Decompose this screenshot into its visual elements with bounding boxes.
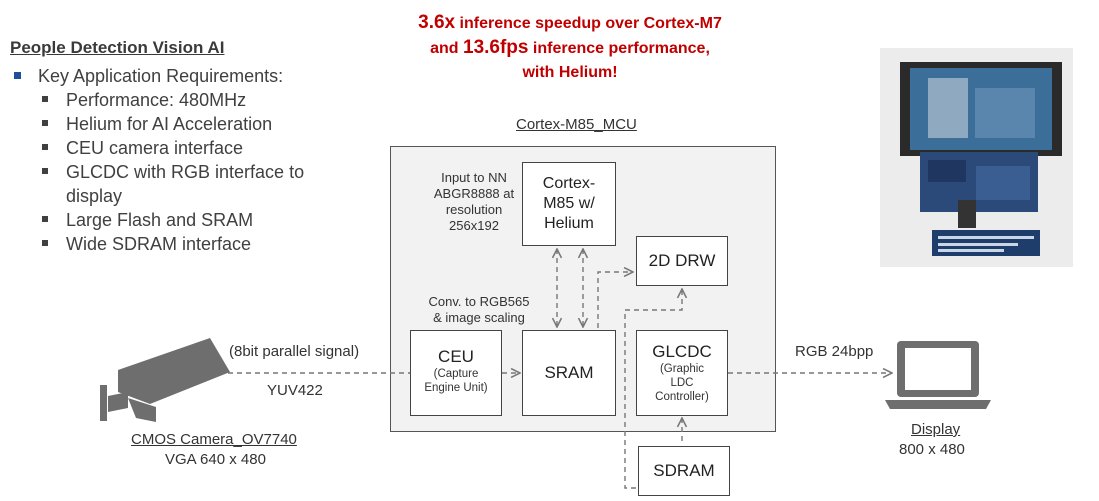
list-item: Wide SDRAM interface <box>12 232 372 256</box>
demo-photo <box>880 48 1073 267</box>
list-item: Helium for AI Acceleration <box>12 112 372 136</box>
list-item: Large Flash and SRAM <box>12 208 372 232</box>
square-bullet-icon <box>42 240 48 246</box>
camera-resolution: VGA 640 x 480 <box>165 451 266 468</box>
list-item: CEU camera interface <box>12 136 372 160</box>
list-item: Performance: 480MHz <box>12 88 372 112</box>
ceu-block: CEU (Capture Engine Unit) <box>410 330 502 416</box>
input-note: Input to NN ABGR8888 at resolution 256x1… <box>433 170 515 233</box>
section-title: People Detection Vision AI <box>10 38 225 57</box>
display-resolution: 800 x 480 <box>899 441 965 458</box>
yuv-label: YUV422 <box>267 382 323 399</box>
camera-title: CMOS Camera_OV7740 <box>131 431 297 448</box>
square-bullet-icon <box>14 72 21 79</box>
square-bullet-icon <box>42 144 48 150</box>
sram-to-drw-arrow <box>597 272 633 328</box>
glcdc-block: GLCDC (Graphic LDC Controller) <box>636 330 728 416</box>
drw-block: 2D DRW <box>636 236 728 286</box>
headline-line-3: with Helium! <box>522 64 618 81</box>
mcu-label: Cortex-M85_MCU <box>516 116 637 133</box>
list-item: Key Application Requirements: <box>12 64 372 88</box>
square-bullet-icon <box>42 120 48 126</box>
signal-label: (8bit parallel signal) <box>229 343 360 360</box>
sram-block: SRAM <box>522 330 616 416</box>
headline-line-1: 3.6x inference speedup over Cortex-M7 <box>418 12 722 33</box>
camera-icon <box>100 338 230 422</box>
headline: 3.6x inference speedup over Cortex-M7 an… <box>350 11 790 85</box>
display-title: Display <box>911 421 961 438</box>
laptop-icon <box>885 341 991 409</box>
requirements-list: Key Application Requirements: Performanc… <box>12 64 372 256</box>
headline-line-2: and 13.6fps inference performance, <box>430 37 710 58</box>
sdram-block: SDRAM <box>638 446 730 496</box>
rgb-label: RGB 24bpp <box>795 343 874 360</box>
sdram-to-drw-arrow <box>624 289 682 489</box>
square-bullet-icon <box>42 168 48 174</box>
square-bullet-icon <box>42 216 48 222</box>
cpu-block: Cortex- M85 w/ Helium <box>522 162 616 246</box>
list-item: GLCDC with RGB interface to display <box>12 160 316 208</box>
demo-board-illustration <box>880 48 1073 267</box>
conversion-note: Conv. to RGB565 & image scaling <box>428 294 530 325</box>
square-bullet-icon <box>42 96 48 102</box>
